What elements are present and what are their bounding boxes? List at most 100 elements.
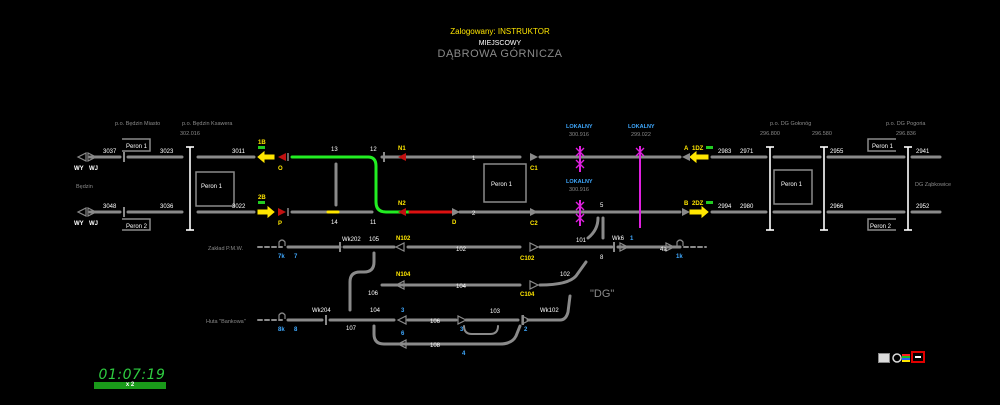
signal-n104[interactable] [394, 280, 405, 290]
color-palette-icon[interactable] [902, 351, 910, 363]
signal-106[interactable] [396, 315, 407, 325]
signal-b[interactable] [682, 208, 690, 216]
simulation-speed[interactable]: x 2 [94, 382, 166, 389]
label-signal-n2: N2 [398, 201, 406, 207]
signal-wj-bottom[interactable] [87, 207, 98, 217]
station-name: DĄBROWA GÓRNICZA [437, 48, 563, 60]
view-icon[interactable] [878, 353, 890, 363]
label-signal-2dz: 2DZ [692, 201, 704, 207]
signal-103[interactable] [457, 315, 468, 325]
label-3037: 3037 [103, 149, 117, 155]
label-signal-b: B [684, 201, 689, 207]
track-106[interactable] [348, 251, 376, 312]
label-2980: 2980 [740, 204, 754, 210]
label-2966: 2966 [830, 204, 844, 210]
label-3022: 3022 [232, 204, 246, 210]
platform-pogoria-top [867, 138, 896, 152]
logged-user: Zalogowany: INSTRUKTOR [450, 27, 550, 36]
label-5: 5 [600, 203, 604, 209]
label-3036: 3036 [160, 204, 174, 210]
signal-c2[interactable] [530, 208, 538, 216]
platform-label-1c: Peron 1 [491, 182, 513, 188]
label-signal-8k: 8k [278, 327, 285, 333]
platform-1-right [773, 169, 813, 205]
signal-4a[interactable] [665, 242, 676, 252]
label-wy-bottom: WY [74, 221, 84, 227]
label-102: 102 [456, 247, 467, 253]
label-14: 14 [331, 220, 338, 226]
signal-c104[interactable] [529, 280, 540, 290]
label-8: 8 [600, 255, 604, 261]
signal-d[interactable] [452, 208, 460, 216]
signal-n2[interactable] [398, 208, 406, 216]
signal-wy-top[interactable] [76, 152, 87, 162]
signal-c102[interactable] [529, 242, 540, 252]
label-bedzin-miasto: p.o. Będzin Miasto [115, 121, 160, 127]
track-102-curve[interactable] [538, 260, 588, 287]
refresh-icon[interactable] [891, 351, 903, 363]
label-huta-bankowa: Huta "Bankowa" [206, 319, 246, 325]
signal-o[interactable] [278, 153, 286, 161]
control-mode: MIEJSCOWY [478, 40, 522, 47]
signal-wj-top[interactable] [87, 152, 98, 162]
label-wj-top: WJ [89, 166, 98, 172]
label-106: 106 [368, 291, 379, 297]
label-km-302: 302.016 [180, 131, 200, 137]
label-switch-4: 4 [462, 351, 466, 357]
lokalny-km-1: 300.916 [569, 132, 589, 138]
signal-108[interactable] [396, 339, 407, 349]
close-icon[interactable] [911, 351, 925, 363]
label-bedzin: Będzin [76, 184, 93, 190]
label-signal-c102: C102 [520, 256, 535, 262]
label-bedzin-ksawera: p.o. Będzin Ksawera [182, 121, 233, 127]
platform-label-1e: Peron 1 [872, 144, 894, 150]
arrow-2dz [689, 205, 709, 219]
platform-1-center [483, 163, 527, 203]
label-108: 108 [430, 343, 441, 349]
label-switch-3: 3 [401, 308, 405, 314]
signal-n102[interactable] [394, 242, 405, 252]
label-signal-1b: 1B [258, 140, 266, 146]
platform-label-1b: Peron 1 [201, 184, 223, 190]
label-zaklad-pmw: Zakład P.M.W. [208, 246, 244, 252]
signal-p[interactable] [278, 208, 286, 216]
label-signal-n104: N104 [396, 272, 411, 278]
signal-1k[interactable] [619, 242, 630, 252]
label-106b: 106 [430, 319, 441, 325]
label-signal-n1: N1 [398, 146, 406, 152]
track-wk102-curve[interactable] [558, 294, 572, 322]
label-signal-7: 7 [294, 254, 298, 260]
label-signal-c104: C104 [520, 292, 535, 298]
label-signal-1k: 1k [676, 254, 683, 260]
label-signal-d: D [452, 220, 457, 226]
label-101: 101 [576, 238, 587, 244]
label-wk6: Wk6 [612, 236, 625, 242]
label-2952: 2952 [916, 204, 930, 210]
track-103-link[interactable] [463, 325, 499, 335]
platform-bedzin-top [122, 138, 151, 152]
track-12-route[interactable] [366, 155, 412, 214]
label-wy-top: WY [74, 166, 84, 172]
label-signal-7k: 7k [278, 254, 285, 260]
label-2941: 2941 [916, 149, 930, 155]
track-108[interactable] [372, 324, 522, 346]
label-104: 104 [456, 284, 467, 290]
label-signal-1dz: 1DZ [692, 146, 704, 152]
signal-a[interactable] [682, 153, 690, 161]
label-3048: 3048 [103, 204, 117, 210]
label-dg-pogoria: p.o. DG Pogoria [886, 121, 926, 127]
label-wk102: Wk102 [540, 308, 559, 314]
lokalny-1: LOKALNY [566, 124, 593, 130]
crossover-101[interactable] [586, 216, 600, 240]
platform-label-2a: Peron 2 [126, 224, 148, 230]
label-signal-c1: C1 [530, 166, 538, 172]
platform-bedzin-bottom [122, 218, 151, 231]
signal-wy-bottom[interactable] [76, 207, 87, 217]
label-102b: 102 [560, 272, 571, 278]
signal-c1[interactable] [530, 153, 538, 161]
label-13: 13 [331, 147, 338, 153]
signal-wk102[interactable] [521, 315, 532, 325]
signal-n1[interactable] [398, 153, 406, 161]
label-4a: 4a [660, 247, 667, 253]
